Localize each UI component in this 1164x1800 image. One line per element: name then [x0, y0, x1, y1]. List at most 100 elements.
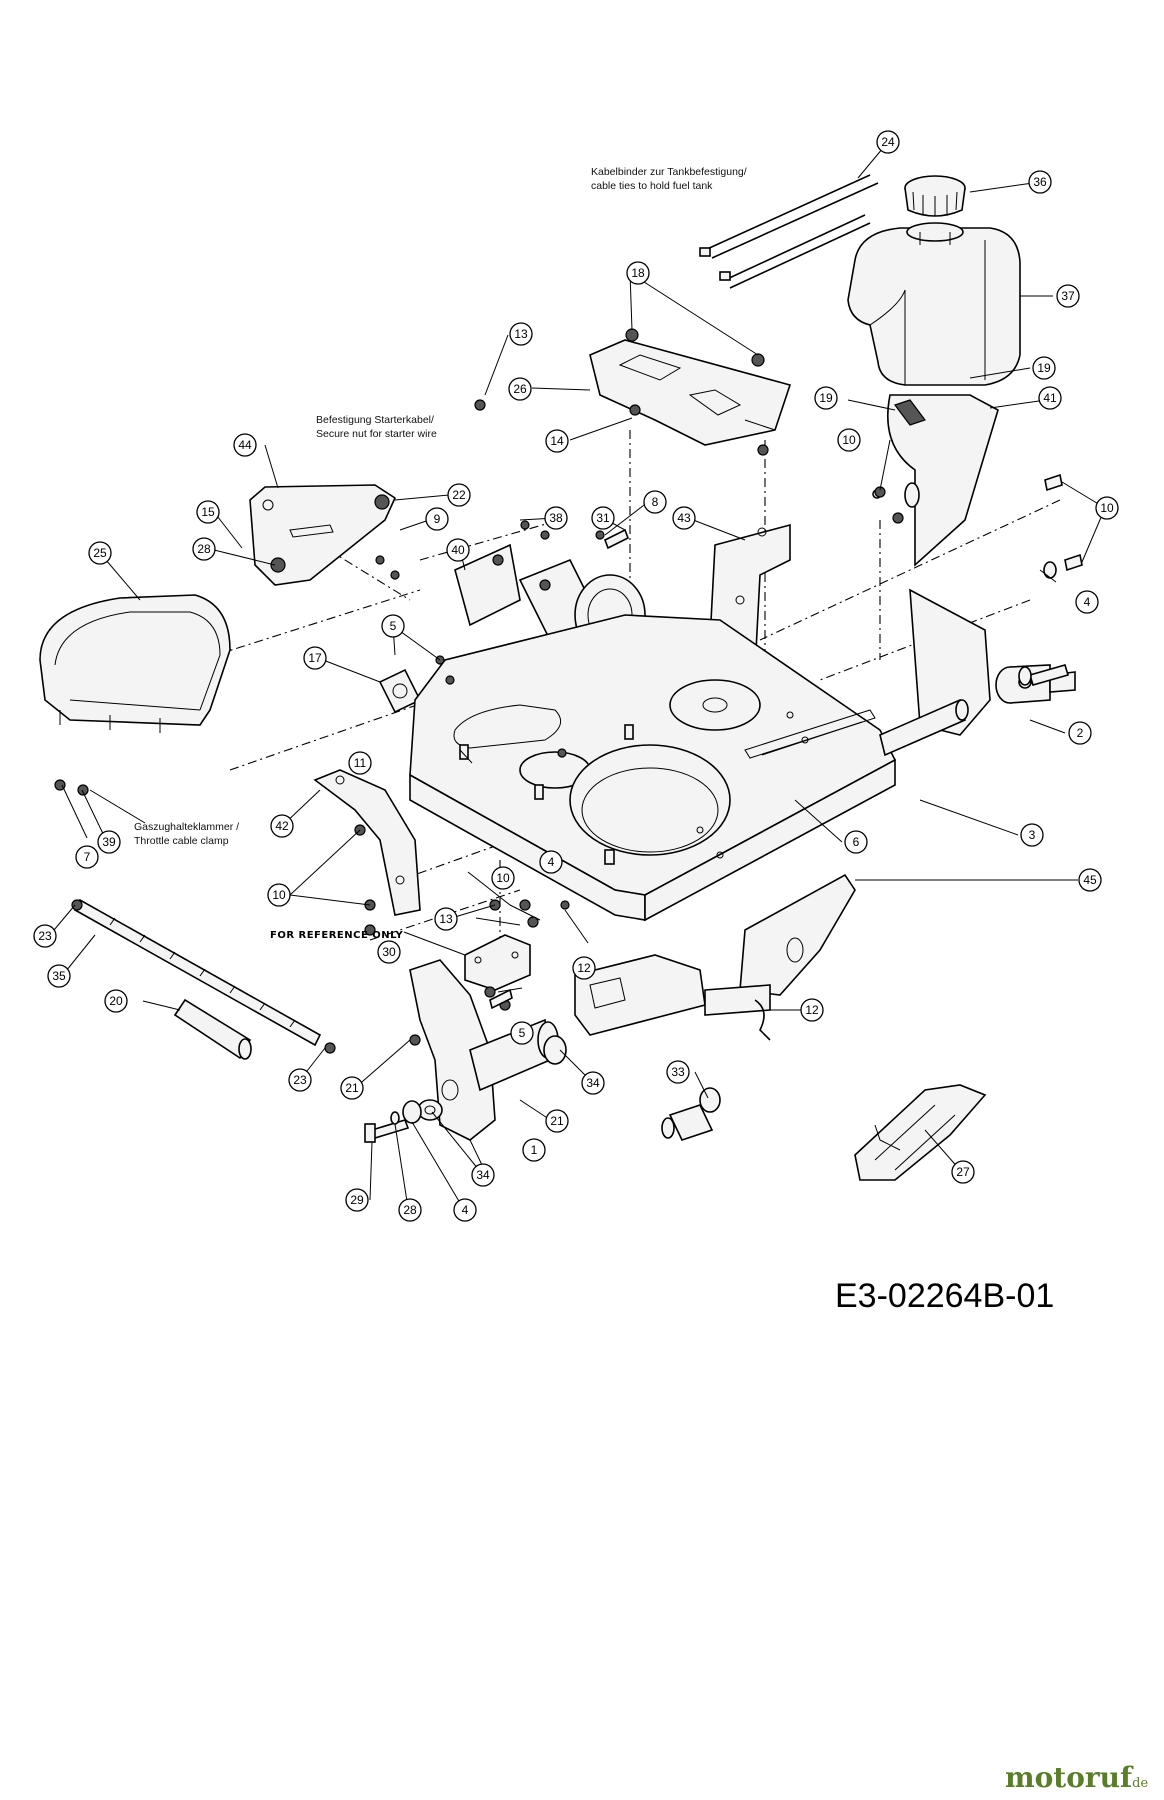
callout-28b[interactable]: 28 — [398, 1198, 422, 1222]
callout-29a[interactable]: 4 — [1075, 590, 1099, 614]
callout-10d[interactable]: 10 — [267, 883, 291, 907]
callout-17[interactable]: 17 — [303, 646, 327, 670]
callout-27[interactable]: 27 — [951, 1160, 975, 1184]
svg-text:13: 13 — [439, 912, 453, 926]
svg-text:37: 37 — [1061, 289, 1075, 303]
svg-text:41: 41 — [1043, 391, 1057, 405]
callout-10a[interactable]: 10 — [837, 428, 861, 452]
svg-text:15: 15 — [201, 505, 215, 519]
part-mount-plate-44 — [249, 484, 397, 586]
svg-text:33: 33 — [671, 1065, 685, 1079]
callout-5b[interactable]: 5 — [510, 1021, 534, 1045]
callout-35[interactable]: 35 — [47, 964, 71, 988]
callout-20[interactable]: 20 — [104, 989, 128, 1013]
callout-28a[interactable]: 28 — [192, 537, 216, 561]
callout-22[interactable]: 22 — [447, 483, 471, 507]
callout-3[interactable]: 3 — [1020, 823, 1044, 847]
svg-text:40: 40 — [451, 543, 465, 557]
svg-text:28: 28 — [197, 542, 211, 556]
callout-23a[interactable]: 23 — [33, 924, 57, 948]
callout-34a[interactable]: 34 — [581, 1071, 605, 1095]
callout-14[interactable]: 14 — [545, 429, 569, 453]
svg-text:23: 23 — [293, 1073, 307, 1087]
part-long-shaft — [71, 898, 336, 1054]
svg-text:34: 34 — [476, 1168, 490, 1182]
callout-12a[interactable]: 12 — [572, 956, 596, 980]
svg-text:5: 5 — [390, 619, 397, 633]
svg-text:7: 7 — [84, 850, 91, 864]
callout-19a[interactable]: 19 — [1032, 356, 1056, 380]
part-left-bracket-42 — [313, 769, 421, 916]
callout-13a[interactable]: 13 — [509, 322, 533, 346]
callout-24[interactable]: 24 — [876, 130, 900, 154]
callout-38[interactable]: 38 — [544, 506, 568, 530]
callout-29b[interactable]: 4 — [539, 850, 563, 874]
svg-text:4: 4 — [548, 855, 555, 869]
callout-25[interactable]: 25 — [88, 541, 112, 565]
watermark-tld: .de — [1128, 1776, 1148, 1791]
svg-text:21: 21 — [550, 1114, 564, 1128]
svg-text:31: 31 — [596, 511, 610, 525]
callout-45[interactable]: 45 — [1078, 868, 1102, 892]
callout-43[interactable]: 43 — [672, 506, 696, 530]
svg-text:2: 2 — [1077, 726, 1084, 740]
svg-text:36: 36 — [1033, 175, 1047, 189]
callout-18[interactable]: 18 — [626, 261, 650, 285]
svg-text:18: 18 — [631, 266, 645, 280]
callout-44[interactable]: 44 — [233, 433, 257, 457]
callout-19b[interactable]: 19 — [814, 386, 838, 410]
callout-37[interactable]: 37 — [1056, 284, 1080, 308]
callout-39[interactable]: 39 — [97, 830, 121, 854]
callout-7[interactable]: 7 — [75, 845, 99, 869]
callout-23b[interactable]: 23 — [288, 1068, 312, 1092]
callout-29c[interactable]: 4 — [453, 1198, 477, 1222]
callout-26[interactable]: 26 — [508, 377, 532, 401]
note-starter-en: Secure nut for starter wire — [316, 428, 437, 440]
watermark-logo: motoruf .de — [1005, 1761, 1148, 1794]
callout-10c[interactable]: 10 — [491, 866, 515, 890]
callout-13b[interactable]: 13 — [434, 907, 458, 931]
watermark-brand: motoruf — [1005, 1761, 1134, 1794]
svg-text:6: 6 — [853, 835, 860, 849]
callout-34b[interactable]: 34 — [471, 1163, 495, 1187]
callout-15[interactable]: 15 — [196, 500, 220, 524]
callout-36[interactable]: 36 — [1028, 170, 1052, 194]
callout-2[interactable]: 2 — [1068, 721, 1092, 745]
part-elbow-fitting — [661, 1087, 721, 1141]
callout-40[interactable]: 40 — [446, 538, 470, 562]
part-shroud — [39, 594, 231, 733]
callout-9[interactable]: 9 — [425, 507, 449, 531]
callout-10b[interactable]: 10 — [1095, 496, 1119, 520]
callout-6[interactable]: 6 — [844, 830, 868, 854]
svg-text:17: 17 — [308, 651, 322, 665]
svg-text:45: 45 — [1083, 873, 1097, 887]
callout-8[interactable]: 8 — [643, 490, 667, 514]
svg-text:20: 20 — [109, 994, 123, 1008]
callout-1[interactable]: 1 — [522, 1138, 546, 1162]
callout-30[interactable]: 30 — [377, 940, 401, 964]
part-fuel-cap — [904, 175, 966, 217]
callout-31[interactable]: 31 — [591, 506, 615, 530]
callout-4[interactable]: 29 — [345, 1188, 369, 1212]
callout-12b[interactable]: 12 — [800, 998, 824, 1022]
part-filter-27 — [854, 1084, 987, 1181]
callout-21b[interactable]: 21 — [545, 1109, 569, 1133]
svg-text:21: 21 — [345, 1081, 359, 1095]
svg-text:24: 24 — [881, 135, 895, 149]
callout-42[interactable]: 42 — [270, 814, 294, 838]
svg-text:5: 5 — [519, 1026, 526, 1040]
callout-33[interactable]: 33 — [666, 1060, 690, 1084]
svg-text:39: 39 — [102, 835, 116, 849]
svg-text:23: 23 — [38, 929, 52, 943]
callout-11[interactable]: 11 — [348, 751, 372, 775]
svg-text:28: 28 — [403, 1203, 417, 1217]
callout-5a[interactable]: 5 — [381, 614, 405, 638]
svg-text:9: 9 — [434, 512, 441, 526]
callout-21a[interactable]: 21 — [340, 1076, 364, 1100]
part-cross-tube — [879, 698, 969, 757]
svg-text:30: 30 — [382, 945, 396, 959]
svg-text:25: 25 — [93, 546, 107, 560]
svg-text:8: 8 — [652, 495, 659, 509]
callout-41[interactable]: 41 — [1038, 386, 1062, 410]
